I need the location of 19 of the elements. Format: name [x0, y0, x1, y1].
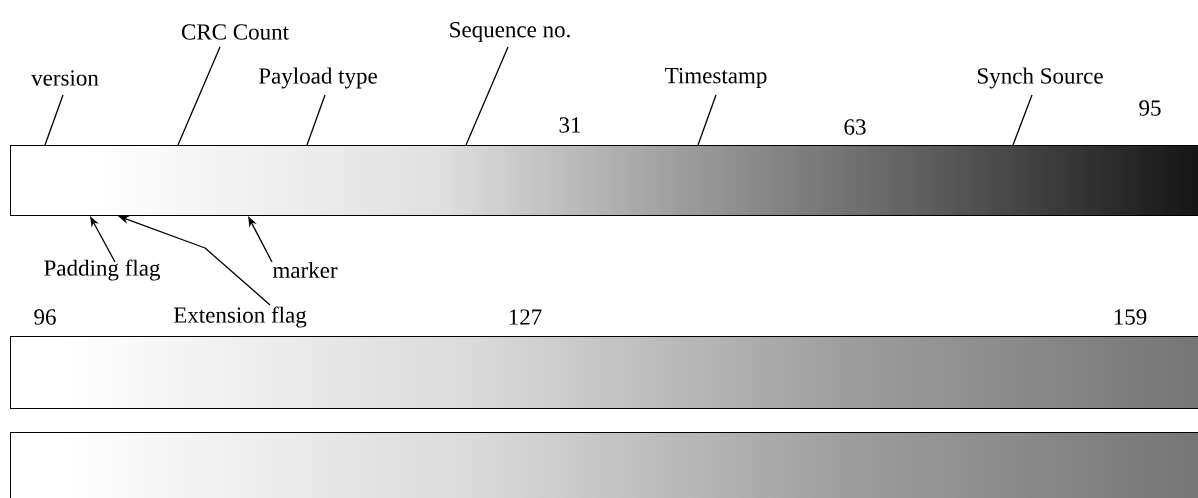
leader-line — [697, 94, 717, 146]
field-label: Timestamp — [665, 67, 767, 89]
field-label: version — [31, 70, 99, 86]
field-label: Extension flag — [173, 306, 307, 328]
field-label: CRC Count — [181, 24, 289, 40]
bit-number: 95 — [1139, 100, 1161, 116]
leader-line — [306, 94, 326, 146]
field-label: Synch Source — [978, 67, 1103, 89]
packet-bar — [10, 145, 1198, 216]
field-label: Sequence no. — [450, 21, 570, 43]
leader-line — [44, 94, 64, 146]
leader-line — [177, 46, 221, 146]
leader-line — [465, 46, 509, 146]
field-label: Padding flag — [44, 259, 161, 281]
leader-line — [1012, 94, 1033, 146]
field-label: Payload type — [258, 67, 377, 89]
packet-bar — [10, 336, 1198, 409]
field-label: marker — [272, 261, 338, 279]
packet-bar — [10, 432, 1198, 498]
